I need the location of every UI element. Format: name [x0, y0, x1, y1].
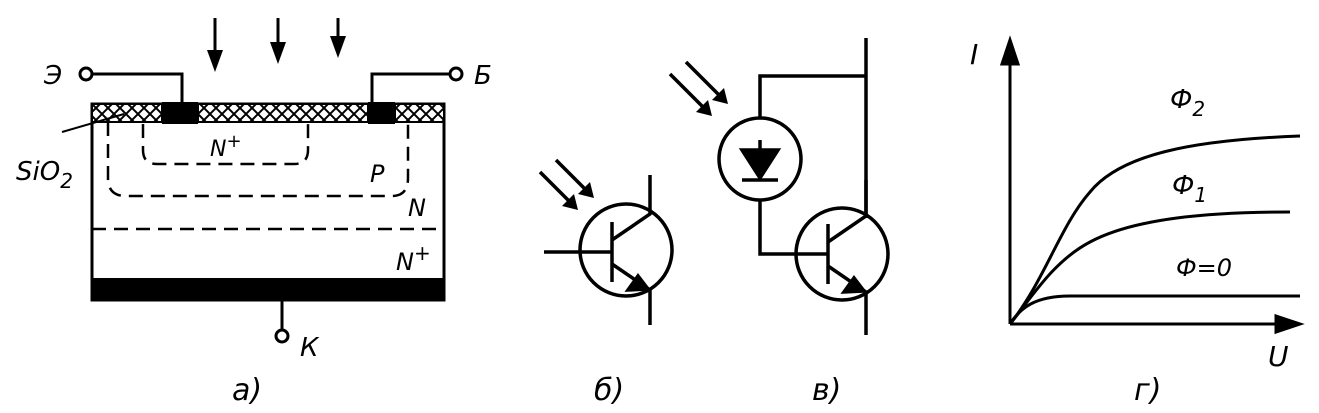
curve-phi2 [1008, 134, 1301, 325]
curve-phi2-label: Ф2 [1170, 85, 1205, 121]
y-axis-arrow [999, 35, 1021, 66]
oxide-leader [61, 113, 125, 133]
emitter-arrow-v [840, 275, 868, 294]
y-axis-label: I [970, 38, 978, 71]
region-boundaries [92, 122, 444, 231]
collector-lead-v [827, 180, 868, 244]
collector-lead [611, 175, 652, 242]
n-region-label: N [408, 194, 426, 222]
curve-phi1-label: Ф1 [1172, 171, 1207, 207]
diode-to-base [758, 200, 828, 256]
caption-g: г) [1134, 373, 1161, 408]
base-contact [368, 102, 395, 124]
collector-label: К [300, 333, 320, 363]
curve-phi1 [1008, 210, 1291, 325]
iv-characteristic: I U Ф2 Ф1 Ф=0 г) [970, 35, 1305, 408]
n-plus-top-label: N+ [210, 131, 242, 162]
p-region-label: P [370, 160, 385, 188]
phototransistor-symbol: б) [538, 158, 674, 408]
x-axis-arrow [1274, 313, 1305, 335]
collector-contact [92, 278, 444, 300]
oxide-label: SiO2 [16, 157, 73, 193]
oxide-layer-right [394, 103, 445, 123]
caption-b: б) [594, 373, 624, 408]
diode-feed [758, 74, 866, 118]
x-axis-label: U [1268, 340, 1289, 373]
photodiode-symbol [738, 148, 782, 182]
caption-a: а) [232, 373, 262, 408]
oxide-layer-center [197, 103, 369, 123]
light-arrows-v [668, 60, 728, 116]
terminal-leads [78, 66, 464, 344]
curve-phi0 [1008, 294, 1300, 325]
substrate-body [90, 102, 446, 302]
photodiode-transistor-circuit: в) [668, 38, 890, 408]
transistor-envelope [578, 202, 674, 298]
emitter-label: Э [43, 61, 62, 91]
light-arrows [207, 18, 346, 72]
curve-phi0-label: Ф=0 [1176, 254, 1232, 282]
emitter-arrow [624, 273, 652, 292]
light-arrows-b [538, 158, 594, 210]
device-cross-section: Э Б К N+ P N N+ SiO2 а) [16, 18, 492, 408]
emitter-contact [162, 102, 198, 124]
base-label: Б [474, 61, 492, 91]
n-plus-bottom-label: N+ [396, 241, 431, 276]
transistor-envelope-v [794, 206, 890, 302]
caption-v: в) [812, 373, 841, 408]
